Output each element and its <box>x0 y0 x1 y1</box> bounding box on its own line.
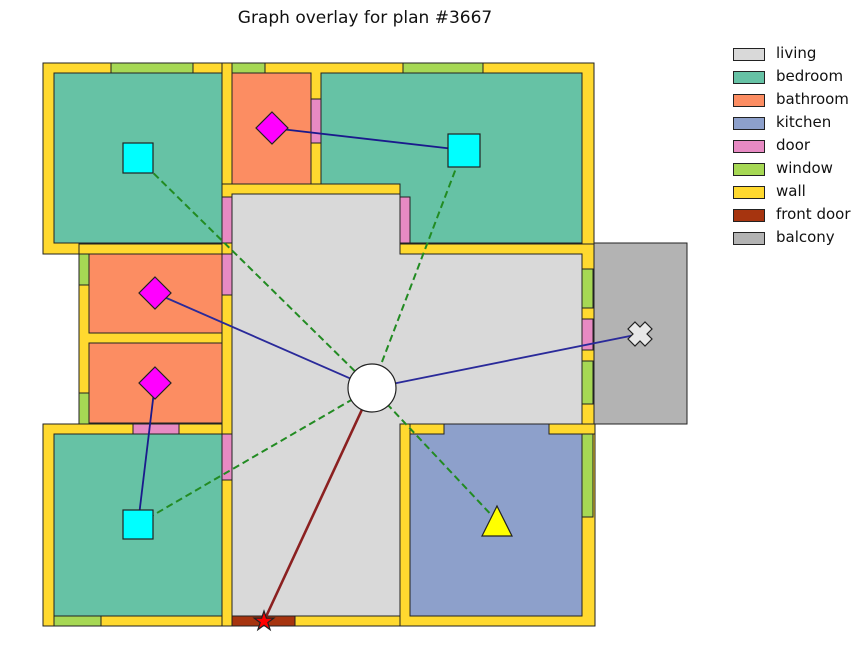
window <box>581 360 594 405</box>
edge-adjacent-bedroom-living <box>137 387 373 525</box>
window <box>581 433 594 518</box>
legend-label: window <box>776 159 833 177</box>
legend-label: kitchen <box>776 113 832 131</box>
edge-door-bathroom-bedroom-lower <box>137 382 156 525</box>
graph-edges <box>137 127 641 622</box>
edge-adjacent-bedroom-living <box>371 149 464 389</box>
door <box>221 196 233 244</box>
edge-front-door-living <box>262 387 374 622</box>
legend-label: wall <box>776 182 806 200</box>
edge-door-bathroom-bedroom <box>271 127 464 151</box>
legend-label: balcony <box>776 228 835 246</box>
window <box>78 392 90 425</box>
edge-door-bathroom-living <box>154 292 373 389</box>
doors <box>132 98 594 481</box>
wall-strip <box>409 423 445 435</box>
room-bedroom-top-left <box>53 72 223 244</box>
node-bathroom <box>138 366 172 400</box>
door <box>132 423 180 435</box>
legend-swatch <box>733 186 765 199</box>
window <box>53 615 102 627</box>
legend-swatch <box>733 117 765 130</box>
legend-label: bedroom <box>776 67 844 85</box>
door <box>221 253 233 296</box>
legend-label: front door <box>776 205 851 223</box>
legend-swatch <box>733 94 765 107</box>
legend-swatch <box>733 232 765 245</box>
node-living <box>347 363 397 413</box>
legend-swatch <box>733 209 765 222</box>
window <box>581 268 594 309</box>
node-bathroom <box>255 111 289 145</box>
door <box>399 196 411 244</box>
node-kitchen <box>481 504 513 537</box>
node-balcony-cross-icon <box>627 321 653 347</box>
node-bedroom <box>122 142 154 174</box>
node-bathroom <box>138 276 172 310</box>
window <box>231 62 266 74</box>
wall-strip <box>548 423 596 435</box>
legend-swatch <box>733 140 765 153</box>
window <box>402 62 484 74</box>
graph-nodes <box>122 111 653 632</box>
window <box>110 62 194 74</box>
legend-label: door <box>776 136 811 154</box>
node-bedroom <box>122 509 154 540</box>
legend-label: living <box>776 44 817 62</box>
window <box>78 253 90 286</box>
edge-adjacent-kitchen-living <box>371 387 498 522</box>
node-bedroom <box>447 133 481 168</box>
door <box>581 318 594 351</box>
chart-title: Graph overlay for plan #3667 <box>237 8 493 28</box>
legend-label: bathroom <box>776 90 849 108</box>
door <box>310 98 322 144</box>
legend-swatch <box>733 163 765 176</box>
door <box>221 433 233 481</box>
node-front-door-star-icon <box>252 609 276 632</box>
windows <box>53 62 594 627</box>
edge-door-balcony-living <box>371 333 641 389</box>
legend-swatch <box>733 48 765 61</box>
legend-swatch <box>733 71 765 84</box>
